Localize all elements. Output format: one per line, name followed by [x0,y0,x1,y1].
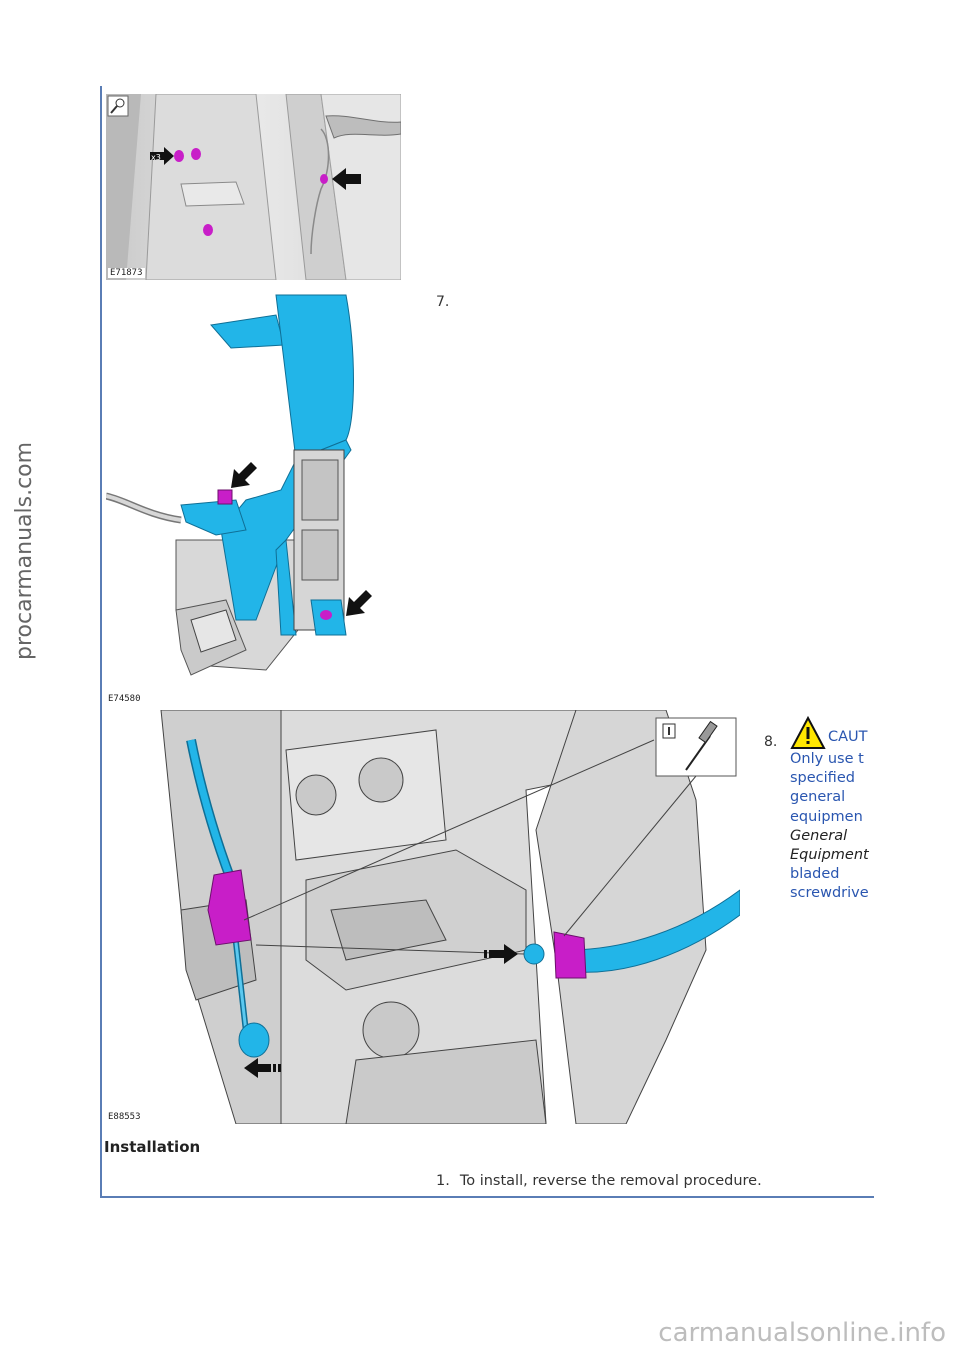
figure-e74580: E74580 [106,290,416,706]
figure-e71873-drawing: x3 [106,94,401,280]
step-number: 1. [436,1173,450,1189]
clip-marker [217,489,233,505]
caution-heading: CAUT [828,729,868,746]
arrow-icon [244,1058,271,1078]
side-watermark: procarmanuals.com [12,441,37,660]
section-heading-installation: Installation [104,1138,201,1156]
fastener-marker [191,148,201,160]
step-number: 7. [436,294,450,310]
caution-heading-row: CAUT [790,716,876,750]
bottom-watermark: carmanualsonline.info [658,1318,946,1348]
page-frame-bottom-rule [100,1196,874,1198]
caution-equipment-ref: General [790,827,848,844]
caution-text-line: equipmen [790,808,863,825]
caution-text-line: Only use t [790,751,864,767]
zoom-icon [115,98,125,108]
arrow-icon [346,590,372,616]
cable-clip-marker [207,869,252,946]
step-text: To install, reverse the removal procedur… [459,1173,762,1189]
caution-text-line: screwdrive [790,885,869,902]
installation-step: 1. To install, reverse the removal proced… [436,1173,762,1189]
figure-e71873: x3 E71873 [106,94,401,280]
caution-note: CAUT Only use t specified general equipm… [790,716,876,904]
figure-e74580-drawing [106,294,372,676]
figure-e71873-callout: x3 [151,153,161,162]
warning-triangle-icon [790,716,826,749]
figure-code: E74580 [108,694,141,704]
step-number: 8. [764,734,778,750]
arrow-icon [491,944,518,964]
caution-text-line: specified [790,770,855,787]
cable-clip-marker [553,931,587,979]
clip-marker [320,610,332,620]
figure-e88553: E88553 [106,710,740,1124]
caution-equipment-ref: Equipment [790,847,869,864]
caution-text-line: general [790,789,846,806]
fastener-marker [203,224,213,236]
figure-code: E88553 [108,1112,141,1122]
arrow-icon [231,462,257,488]
fastener-marker [174,150,184,162]
page-frame-left-rule [100,86,102,1198]
arrow-icon [150,147,174,165]
caution-text-line: bladed [790,866,840,883]
figure-e88553-drawing [106,710,740,1124]
figure-code: E71873 [108,268,145,278]
arrow-icon [332,168,361,190]
fastener-marker [320,174,328,184]
